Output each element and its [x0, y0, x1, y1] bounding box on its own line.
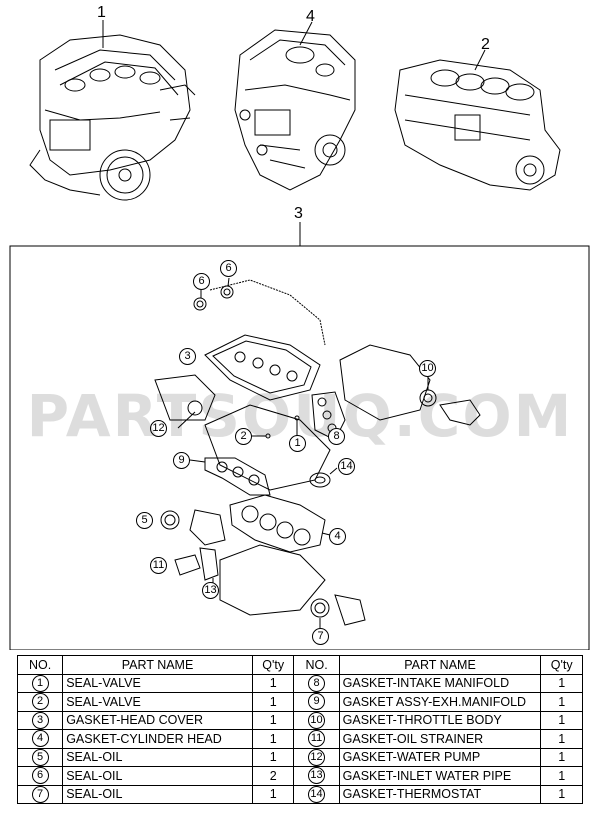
header-part-name: PART NAME	[338, 655, 542, 675]
parts-diagram	[9, 20, 590, 650]
part-name: GASKET ASSY-EXH.MANIFOLD	[338, 692, 542, 712]
part-quantity: 1	[251, 747, 295, 767]
part-number: 7	[31, 785, 49, 803]
part-number: 4	[31, 730, 49, 748]
part-name: GASKET-CYLINDER HEAD	[62, 729, 253, 749]
diagram-callout: 3	[179, 348, 196, 365]
part-number-cell: 11	[293, 729, 340, 749]
part-number-cell: 13	[293, 766, 340, 786]
table-header-row: NO. PART NAME Q'ty NO. PART NAME Q'ty	[16, 655, 583, 675]
part-number: 1	[31, 674, 49, 692]
part-quantity: 1	[540, 729, 583, 749]
part-quantity: 1	[251, 710, 295, 730]
part-name: GASKET-OIL STRAINER	[338, 729, 542, 749]
diagram-callout: 12	[150, 420, 167, 437]
part-quantity: 1	[540, 747, 583, 767]
part-number-cell: 6	[16, 766, 64, 786]
part-quantity: 2	[251, 766, 295, 786]
short-block-illustration	[394, 59, 561, 191]
part-number-cell: 12	[293, 747, 340, 767]
part-name: GASKET-HEAD COVER	[62, 710, 253, 730]
part-quantity: 1	[251, 784, 295, 804]
part-quantity: 1	[540, 710, 583, 730]
diagram-callout: 7	[312, 628, 329, 645]
header-qty: Q'ty	[540, 655, 583, 675]
part-name: SEAL-OIL	[62, 784, 253, 804]
diagram-callout: 4	[329, 528, 346, 545]
part-number: 10	[308, 711, 326, 729]
part-name: GASKET-THROTTLE BODY	[338, 710, 542, 730]
diagram-callout: 8	[328, 428, 345, 445]
part-number: 13	[308, 767, 326, 785]
part-number: 2	[31, 693, 49, 711]
part-name: SEAL-OIL	[62, 747, 253, 767]
header-qty: Q'ty	[251, 655, 295, 675]
part-quantity: 1	[251, 692, 295, 712]
part-quantity: 1	[540, 673, 583, 693]
part-number: 8	[308, 674, 326, 692]
part-quantity: 1	[251, 673, 295, 693]
diagram-callout: 6	[220, 260, 237, 277]
engine-head-assembly-illustration	[234, 29, 356, 191]
part-number: 3	[31, 711, 49, 729]
part-name: SEAL-VALVE	[62, 692, 253, 712]
header-no: NO.	[293, 655, 340, 675]
part-name: SEAL-VALVE	[62, 673, 253, 693]
part-quantity: 1	[540, 692, 583, 712]
diagram-callout: 10	[419, 360, 436, 377]
part-number-cell: 10	[293, 710, 340, 730]
callout-short-block: 2	[481, 36, 490, 53]
diagram-callout: 14	[338, 458, 355, 475]
part-number: 9	[308, 693, 326, 711]
callout-engine-head-assembly: 4	[306, 8, 315, 25]
part-number: 12	[308, 748, 326, 766]
callout-engine-assembly: 1	[97, 4, 106, 21]
part-number-cell: 9	[293, 692, 340, 712]
part-quantity: 1	[540, 766, 583, 786]
diagram-callout: 11	[150, 557, 167, 574]
part-number: 14	[308, 785, 326, 803]
part-name: GASKET-WATER PUMP	[338, 747, 542, 767]
part-number-cell: 3	[16, 710, 64, 730]
header-no: NO.	[16, 655, 64, 675]
diagram-callout: 1	[289, 435, 306, 452]
engine-assembly-illustration	[29, 34, 196, 201]
part-quantity: 1	[540, 784, 583, 804]
diagram-callout: 6	[193, 273, 210, 290]
part-number: 11	[308, 730, 326, 748]
part-name: GASKET-INTAKE MANIFOLD	[338, 673, 542, 693]
diagram-callout: 13	[202, 582, 219, 599]
header-part-name: PART NAME	[62, 655, 253, 675]
part-number-cell: 5	[16, 747, 64, 767]
part-number-cell: 8	[293, 673, 340, 693]
part-number-cell: 4	[16, 729, 64, 749]
part-name: GASKET-THERMOSTAT	[338, 784, 542, 804]
part-number: 6	[31, 767, 49, 785]
part-number-cell: 7	[16, 784, 64, 804]
diagram-callout: 2	[235, 428, 252, 445]
part-number-cell: 14	[293, 784, 340, 804]
part-number: 5	[31, 748, 49, 766]
watermark: PARTSOUQ.COM	[26, 382, 574, 450]
diagram-callout: 9	[173, 452, 190, 469]
diagram-callout: 5	[136, 512, 153, 529]
part-name: GASKET-INLET WATER PIPE	[338, 766, 542, 786]
part-quantity: 1	[251, 729, 295, 749]
part-name: SEAL-OIL	[62, 766, 253, 786]
part-number-cell: 2	[16, 692, 64, 712]
part-number-cell: 1	[16, 673, 64, 693]
callout-gasket-kit: 3	[294, 205, 303, 222]
